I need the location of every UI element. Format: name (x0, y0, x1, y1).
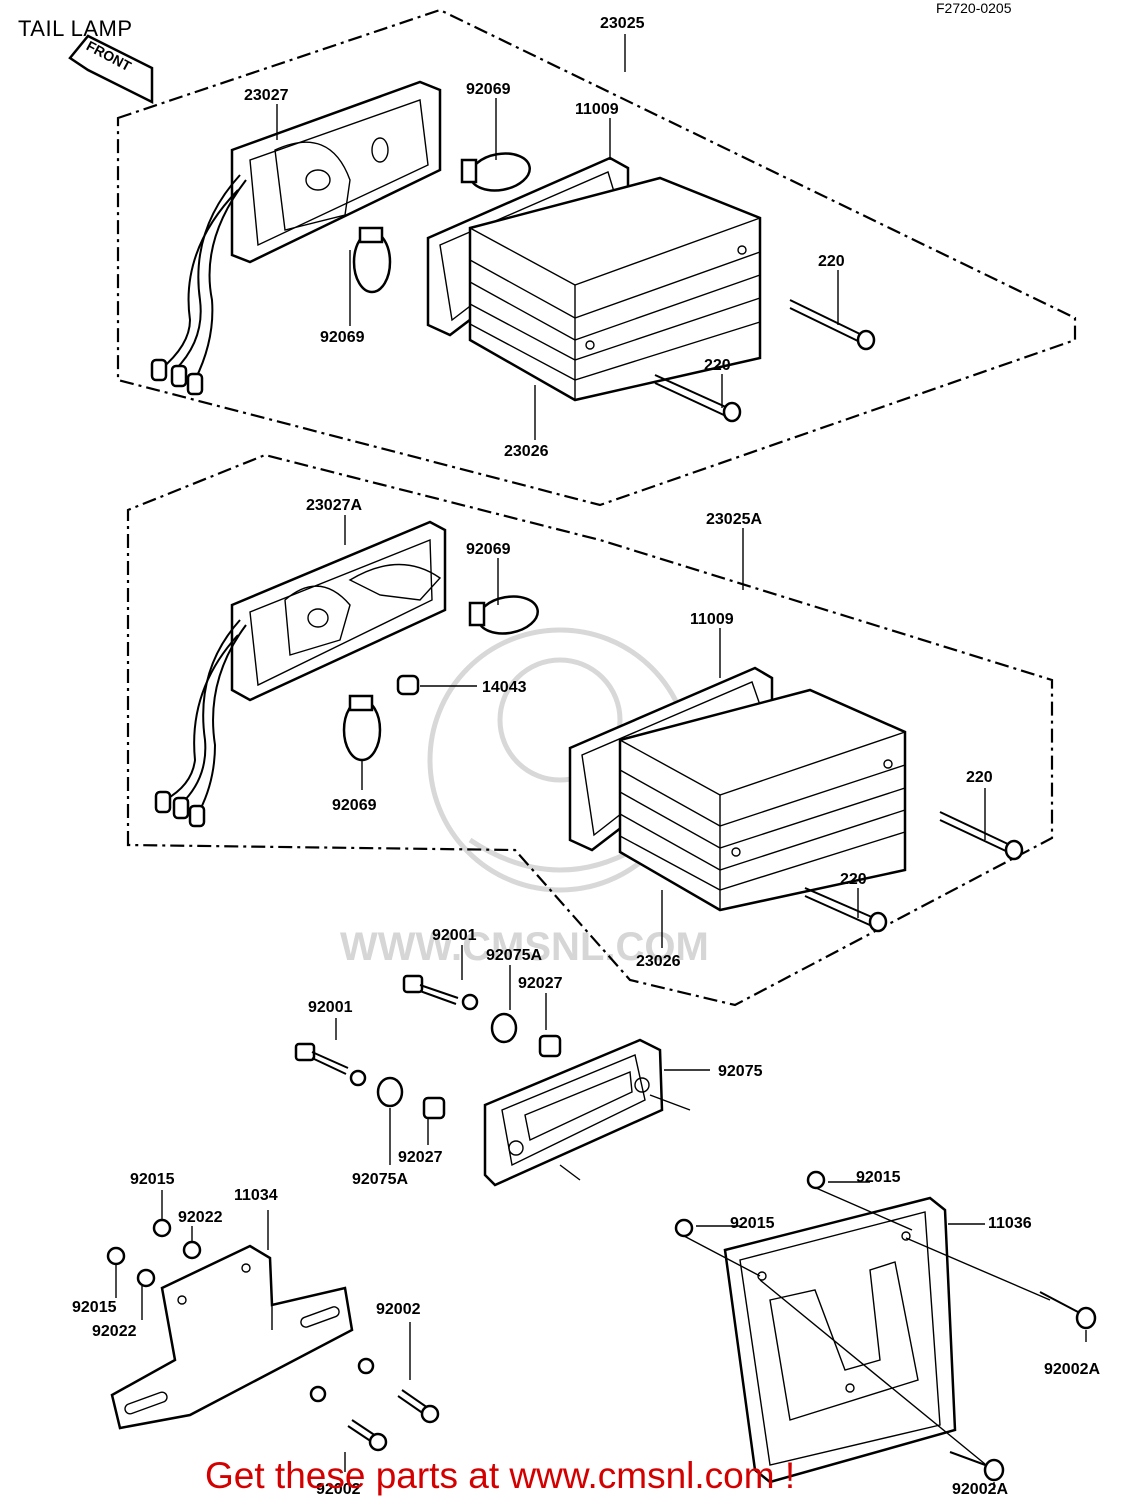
label-92015: 92015 (72, 1299, 117, 1316)
lens-body-23026-top (468, 176, 762, 402)
label-23026: 23026 (636, 953, 681, 970)
part-labels: 23025 23027 92069 11009 92069 220 220 23… (72, 15, 1100, 1498)
license-light-92075 (483, 1038, 691, 1187)
screw-220-middle-a (939, 811, 1024, 861)
label-23027A: 23027A (306, 497, 362, 514)
label-23025: 23025 (600, 15, 645, 32)
label-92015: 92015 (130, 1171, 175, 1188)
label-92069: 92069 (466, 541, 511, 558)
lens-body-23026-middle (618, 688, 907, 912)
label-23025A: 23025A (706, 511, 762, 528)
label-92075: 92075 (718, 1063, 763, 1080)
front-arrow: FRONT (68, 34, 154, 105)
label-92069: 92069 (320, 329, 365, 346)
page-title: TAIL LAMP (18, 16, 133, 41)
label-92069: 92069 (466, 81, 511, 98)
diagram-code: F2720-0205 (936, 0, 1012, 16)
label-92075A: 92075A (352, 1171, 408, 1188)
leaders-middle (344, 515, 986, 948)
label-92022: 92022 (178, 1209, 223, 1226)
label-92002: 92002 (316, 1481, 361, 1498)
label-92015: 92015 (730, 1215, 775, 1232)
nuts-92015-right (674, 1170, 826, 1238)
collar-92075A-a (490, 1012, 518, 1044)
spacer-92027-b (422, 1096, 446, 1120)
label-92001: 92001 (432, 927, 477, 944)
label-92027: 92027 (518, 975, 563, 992)
bulb-92069-middle-b (342, 694, 382, 762)
label-220: 220 (840, 871, 867, 888)
screw-220-top-b (654, 374, 742, 423)
screw-220-top-a (789, 299, 876, 351)
bulb-92069-top-a (460, 152, 531, 192)
label-11036: 11036 (988, 1215, 1032, 1232)
collar-92075A-b (376, 1076, 404, 1108)
bolt-92001-b (294, 1042, 367, 1087)
label-220: 220 (818, 253, 845, 270)
label-92002A: 92002A (1044, 1361, 1100, 1378)
label-92002: 92002 (376, 1301, 421, 1318)
bolts-92002A (949, 1291, 1097, 1482)
footer-link-text[interactable]: Get these parts at www.cmsnl.com ! (205, 1455, 796, 1496)
wiring-harness-top (150, 174, 247, 396)
label-23027: 23027 (244, 87, 289, 104)
label-11009: 11009 (690, 611, 734, 628)
label-11009: 11009 (575, 101, 619, 118)
bulb-92069-middle-a (468, 595, 539, 635)
label-23026: 23026 (504, 443, 549, 460)
label-220: 220 (966, 769, 993, 786)
bolt-92001-a (402, 974, 479, 1011)
grommet-14043 (396, 674, 420, 696)
wiring-harness-middle (154, 619, 247, 828)
group-outline-middle (126, 453, 1054, 1007)
lens-23027A (230, 520, 447, 702)
lens-23027 (230, 80, 442, 264)
label-92075A: 92075A (486, 947, 542, 964)
label-14043: 14043 (482, 679, 527, 696)
bracket-11034 (110, 1244, 354, 1430)
plate-11036 (723, 1196, 957, 1484)
bulb-92069-top-b (352, 226, 392, 294)
bolts-92002 (309, 1357, 440, 1452)
screw-220-middle-b (804, 887, 888, 933)
spacer-92027-a (538, 1034, 562, 1058)
label-92015: 92015 (856, 1169, 901, 1186)
watermark-text: WWW.CMSNL.COM (340, 925, 709, 969)
label-92027: 92027 (398, 1149, 443, 1166)
leaders-plate (683, 1181, 1087, 1490)
label-220: 220 (704, 357, 731, 374)
label-92022: 92022 (92, 1323, 137, 1340)
label-92001: 92001 (308, 999, 353, 1016)
leaders-top (276, 34, 839, 440)
label-92069: 92069 (332, 797, 377, 814)
label-92002A: 92002A (952, 1481, 1008, 1498)
leaders-bracket (115, 1190, 411, 1472)
label-11034: 11034 (234, 1187, 278, 1204)
leaders-license-light (335, 945, 710, 1165)
